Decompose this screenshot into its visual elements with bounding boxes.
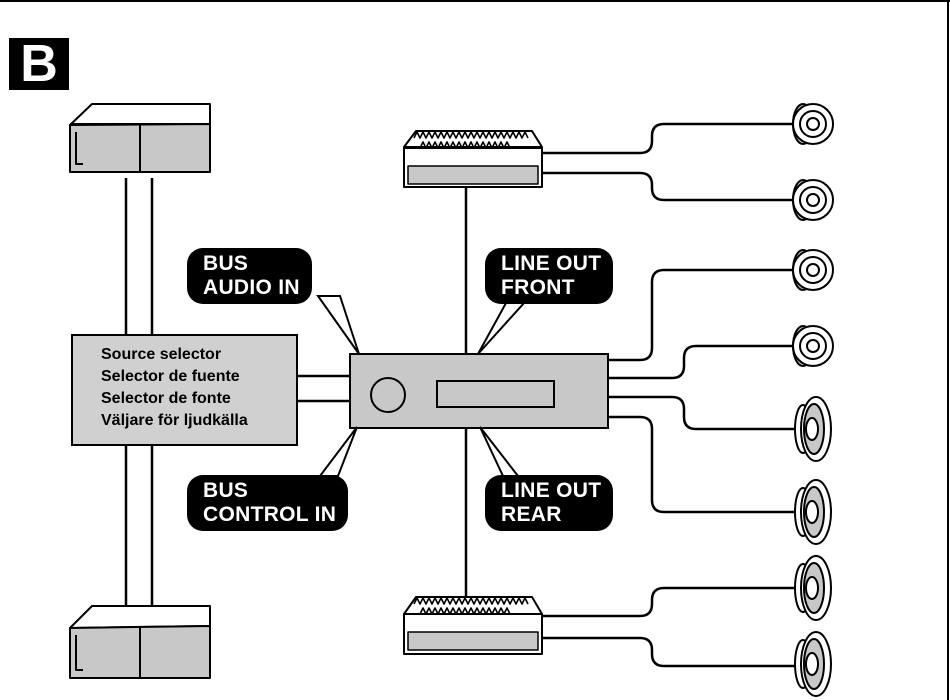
label-line: CONTROL IN: [203, 503, 337, 526]
rear-amplifier: [403, 596, 543, 655]
label-line: BUS: [203, 252, 249, 275]
label-bus-audio-in: BUS AUDIO IN: [187, 248, 312, 304]
tweeter-speakers: [792, 103, 834, 367]
section-badge: B: [9, 38, 69, 90]
tweeter-speaker: [792, 179, 834, 221]
label-line-out-rear: LINE OUT REAR: [485, 475, 614, 531]
woofer-speaker: [794, 555, 832, 621]
selector-label: Väljare för ljudkälla: [101, 412, 248, 429]
source-selector-box: Source selector Selector de fuente Selec…: [71, 334, 298, 446]
label-line: AUDIO IN: [203, 276, 300, 299]
selector-label: Selector de fonte: [101, 390, 231, 407]
selector-label: Selector de fuente: [101, 368, 240, 385]
selector-to-unit-cables: [298, 374, 352, 403]
callout-pointers: [316, 295, 527, 477]
label-line: LINE OUT: [501, 479, 602, 502]
woofer-speaker: [794, 396, 832, 462]
label-line: BUS: [203, 479, 249, 502]
tweeter-speaker: [792, 103, 834, 145]
label-line: REAR: [501, 503, 562, 526]
front-amplifier: [403, 130, 543, 188]
label-line: FRONT: [501, 276, 575, 299]
woofer-speakers: [794, 396, 832, 697]
label-bus-control-in: BUS CONTROL IN: [187, 475, 349, 531]
cd-changer-bottom: [69, 605, 211, 679]
selector-label: Source selector: [101, 346, 222, 363]
woofer-speaker: [794, 479, 832, 545]
cd-changer-top: [69, 103, 211, 173]
label-line-out-front: LINE OUT FRONT: [485, 248, 614, 304]
woofer-speaker: [794, 631, 832, 697]
tweeter-speaker: [792, 249, 834, 291]
display-panel: [436, 380, 555, 408]
head-unit: [349, 353, 609, 429]
label-line: LINE OUT: [501, 252, 602, 275]
speaker-cables: [542, 122, 796, 668]
tweeter-speaker: [792, 325, 834, 367]
volume-knob: [370, 377, 406, 413]
